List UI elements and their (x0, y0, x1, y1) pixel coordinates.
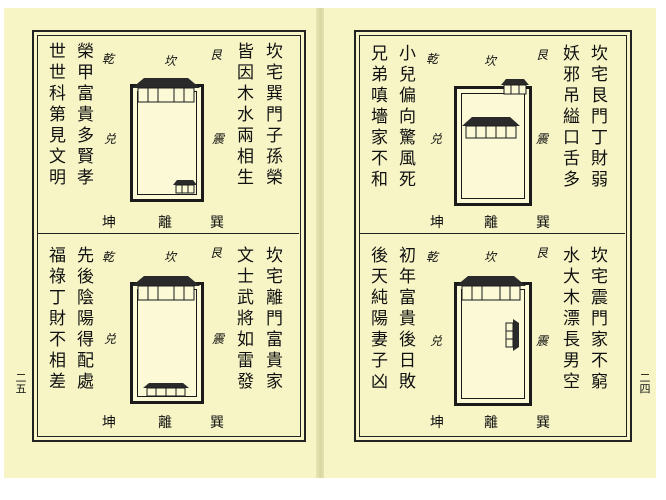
verse-line: 福祿丁財不相差 (45, 246, 65, 393)
direction-n: 坎 (484, 250, 497, 264)
direction-se: 巽 (210, 415, 224, 431)
direction-nw: 乾 (102, 52, 115, 66)
direction-e: 震 (536, 334, 549, 348)
direction-se: 巽 (536, 415, 550, 431)
house-plan (454, 86, 532, 206)
verse-line: 後天純陽妻子凶 (367, 246, 387, 393)
panel-kan-xun: 坎宅巽門子孫榮 皆因木水兩相生 榮甲富貴多賢孝 世世科第見文明 乾 坎 艮 兑 … (38, 36, 298, 232)
direction-n: 坎 (164, 54, 177, 68)
direction-w: 兑 (104, 132, 117, 146)
verse-line: 先後陰陽得配處 (73, 246, 93, 393)
direction-e: 震 (212, 332, 225, 346)
direction-w: 兑 (104, 332, 117, 346)
left-page: 坎宅巽門子孫榮 皆因木水兩相生 榮甲富貴多賢孝 世世科第見文明 乾 坎 艮 兑 … (4, 8, 318, 478)
direction-sw: 坤 (430, 415, 444, 431)
verse-line: 坎宅巽門子孫榮 (262, 42, 282, 189)
verse-line: 文士武將如雷發 (233, 246, 253, 393)
verse-line: 坎宅離門富貴家 (262, 246, 282, 393)
direction-n: 坎 (484, 54, 497, 68)
main-hall-icon (462, 117, 520, 139)
verse-line: 兄弟嗔墻家不和 (367, 44, 387, 191)
page-number: 二五 (14, 372, 27, 394)
gate-icon (501, 79, 529, 95)
verse-line: 小兒偏向驚風死 (395, 44, 415, 191)
direction-sw: 坤 (430, 215, 444, 231)
verse-line: 皆因木水兩相生 (233, 42, 253, 189)
gate-icon (505, 319, 519, 351)
verse-line: 初年富貴後日敗 (395, 246, 415, 393)
direction-nw: 乾 (102, 250, 115, 264)
verse-line: 妖邪吊縊口舌多 (559, 44, 579, 191)
main-hall-icon (132, 78, 200, 103)
gate-icon (173, 180, 197, 194)
verse-line: 坎宅震門家不窮 (587, 246, 607, 393)
direction-ne: 艮 (210, 246, 223, 260)
direction-s: 離 (484, 215, 498, 231)
direction-sw: 坤 (102, 215, 116, 231)
direction-s: 離 (158, 415, 172, 431)
panel-kan-gen: 坎宅艮門丁財弱 妖邪吊縊口舌多 小兒偏向驚風死 兄弟嗔墻家不和 乾 坎 艮 兑 … (360, 36, 624, 232)
book-gutter (316, 8, 326, 478)
direction-w: 兑 (430, 132, 443, 146)
panel-kan-li: 坎宅離門富貴家 文士武將如雷發 先後陰陽得配處 福祿丁財不相差 乾 坎 艮 兑 … (38, 236, 298, 434)
direction-nw: 乾 (426, 250, 439, 264)
direction-ne: 艮 (536, 246, 549, 260)
direction-n: 坎 (164, 250, 177, 264)
page-border-outer (32, 30, 306, 442)
page-border-inner (37, 35, 301, 437)
direction-se: 巽 (536, 215, 550, 231)
page-number: 二四 (638, 372, 651, 394)
panel-divider (37, 233, 299, 234)
verse-line: 世世科第見文明 (45, 42, 65, 189)
direction-ne: 艮 (536, 48, 549, 62)
direction-s: 離 (158, 215, 172, 231)
direction-nw: 乾 (426, 52, 439, 66)
gate-icon (143, 383, 189, 397)
page-border-inner (359, 35, 627, 437)
verse-line: 榮甲富貴多賢孝 (73, 42, 93, 189)
direction-se: 巽 (210, 215, 224, 231)
direction-sw: 坤 (102, 415, 116, 431)
main-hall-icon (132, 276, 200, 301)
verse-line: 坎宅艮門丁財弱 (587, 44, 607, 191)
right-page: 坎宅艮門丁財弱 妖邪吊縊口舌多 小兒偏向驚風死 兄弟嗔墻家不和 乾 坎 艮 兑 … (324, 8, 656, 478)
panel-divider (359, 233, 625, 234)
direction-s: 離 (484, 415, 498, 431)
direction-w: 兑 (430, 334, 443, 348)
direction-ne: 艮 (210, 48, 223, 62)
main-hall-icon (456, 276, 526, 301)
verse-line: 水大木漂長男空 (559, 246, 579, 393)
panel-kan-zhen: 坎宅震門家不窮 水大木漂長男空 初年富貴後日敗 後天純陽妻子凶 乾 坎 艮 兑 … (360, 236, 624, 434)
direction-e: 震 (536, 132, 549, 146)
direction-e: 震 (212, 132, 225, 146)
page-border-outer (354, 30, 632, 442)
